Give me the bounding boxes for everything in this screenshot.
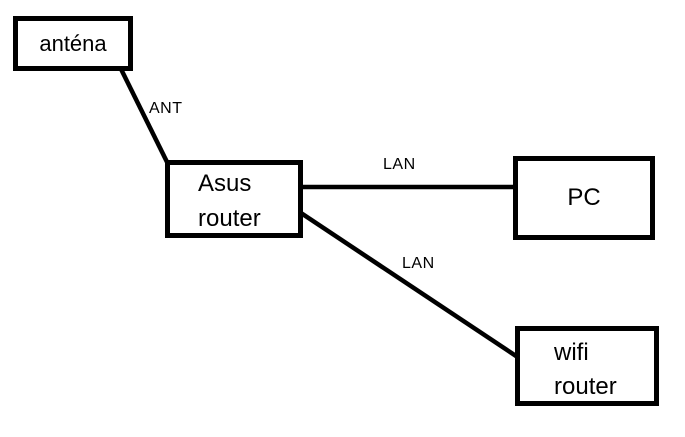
lan-wifi-connection-line	[299, 211, 521, 360]
node-antena: anténa	[13, 16, 133, 71]
node-wifi-router: wifi router	[515, 326, 659, 406]
lan-pc-connection-label: LAN	[383, 156, 416, 173]
node-wifi-router-label-line2: router	[554, 373, 617, 400]
node-asus-router-label-line1: Asus	[198, 170, 252, 197]
node-pc: PC	[513, 156, 655, 240]
ant-connection-label: ANT	[149, 100, 183, 117]
node-asus-router-label-line2: router	[198, 205, 261, 232]
lan-wifi-connection-label: LAN	[402, 255, 435, 272]
node-antena-label: anténa	[39, 30, 107, 56]
node-asus-router: Asus router	[165, 160, 303, 238]
ant-connection-line	[117, 66, 170, 163]
node-pc-label: PC	[567, 184, 601, 211]
node-wifi-router-label-line1: wifi	[554, 339, 589, 366]
